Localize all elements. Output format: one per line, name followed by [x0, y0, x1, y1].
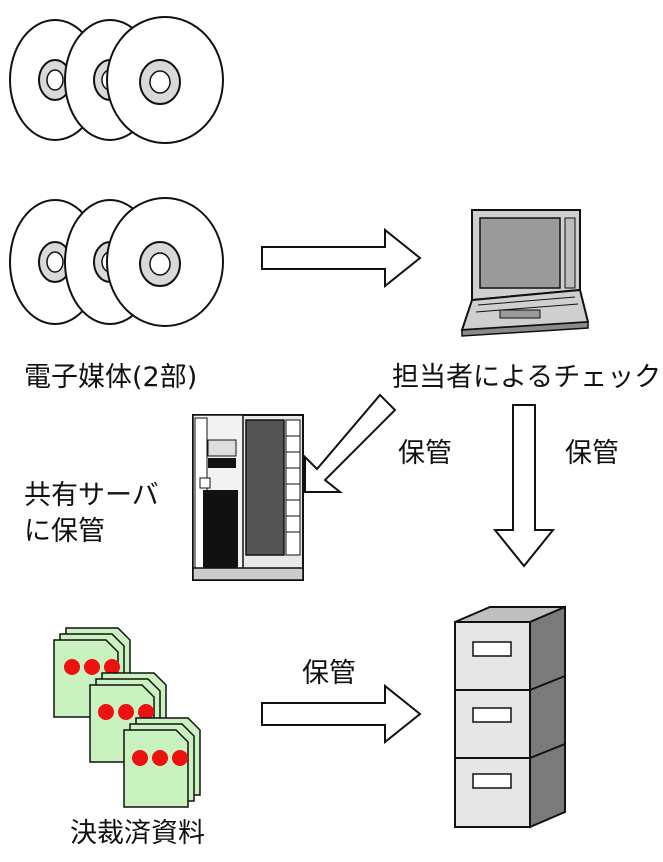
- storage-label-left: 保管: [398, 438, 452, 469]
- arrow-right-icon: [261, 227, 422, 289]
- document-stack: [123, 717, 201, 808]
- arrow-down-icon: [492, 404, 556, 568]
- disc-icon: [106, 16, 224, 144]
- disc-icon: [106, 197, 224, 327]
- cd-stack-bottom-icon: [9, 197, 224, 327]
- check-label: 担当者によるチェック: [392, 362, 662, 393]
- arrow-right-icon: [261, 683, 422, 745]
- documents-icon: [53, 627, 201, 808]
- cd-stack-top-icon: [9, 16, 224, 144]
- shared-server-label-line1: 共有サーバ: [24, 480, 159, 511]
- storage-label-bottom: 保管: [302, 658, 356, 689]
- server-icon: [192, 414, 304, 581]
- storage-label-right: 保管: [565, 438, 619, 469]
- arrow-down-left-icon: [304, 393, 397, 493]
- media-label: 電子媒体(2部): [24, 362, 198, 393]
- filing-cabinet-icon: [454, 605, 566, 829]
- documents-label: 決裁済資料: [70, 818, 205, 849]
- laptop-icon: [460, 209, 590, 337]
- shared-server-label-line2: に保管: [24, 516, 105, 547]
